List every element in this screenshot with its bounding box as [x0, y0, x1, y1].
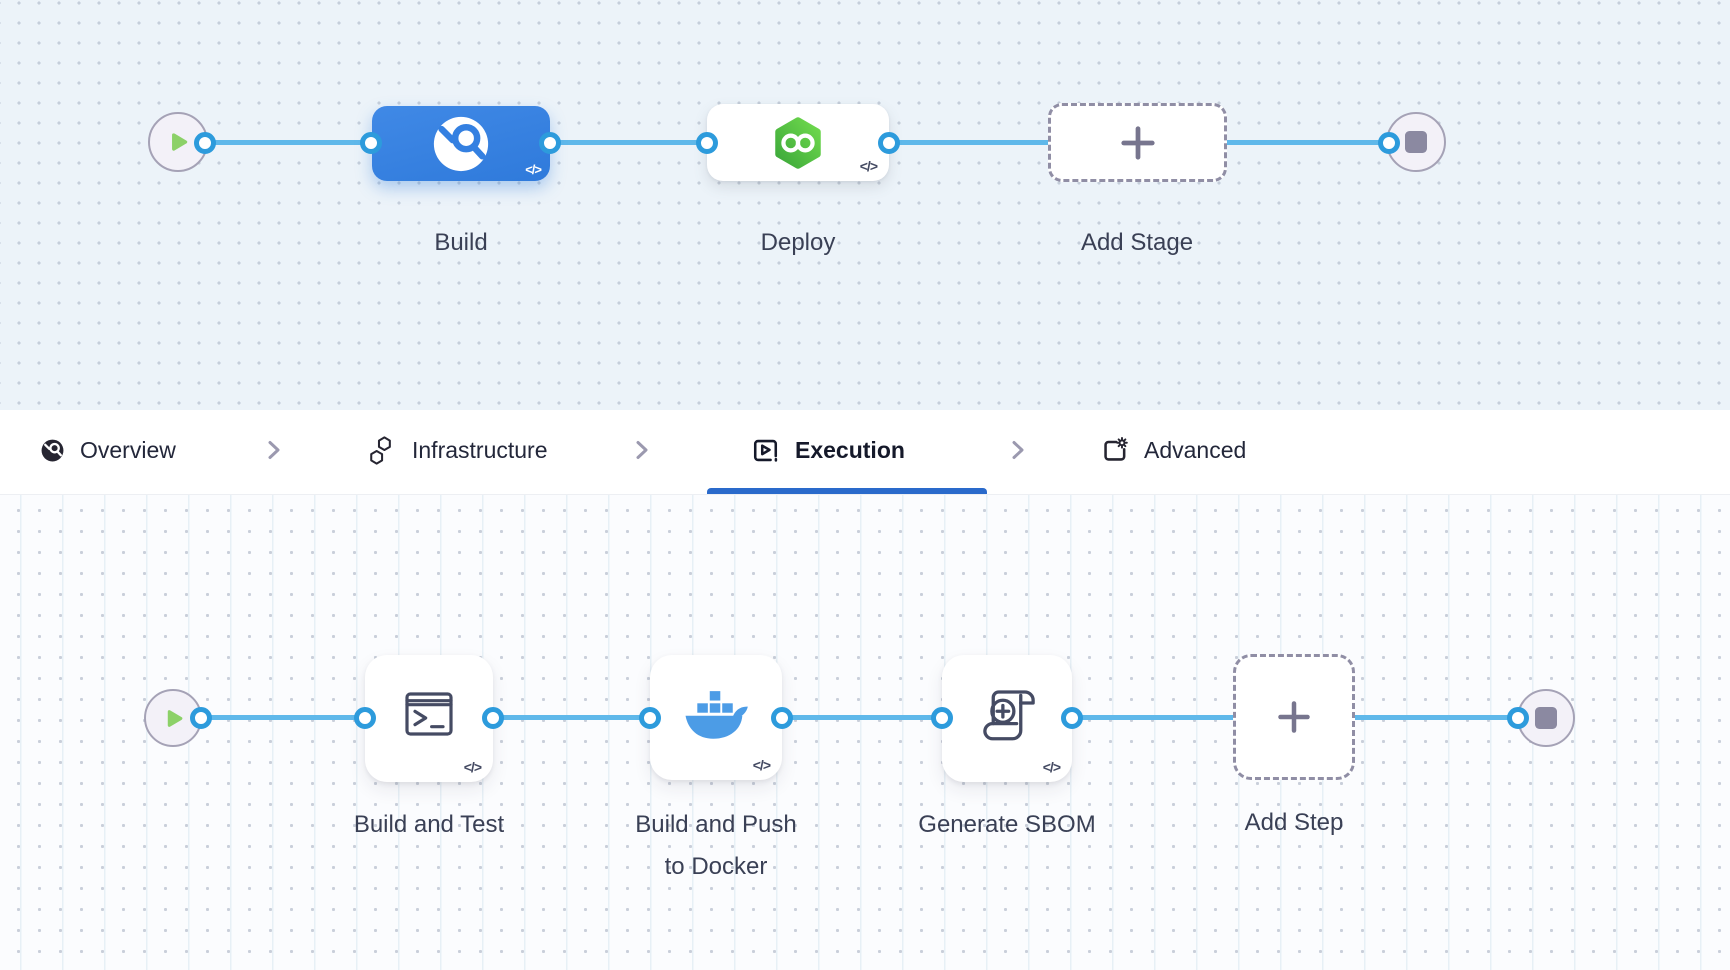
tab-advanced[interactable]: Advanced: [1100, 410, 1246, 490]
stage-label: Deploy: [760, 229, 836, 256]
connector-port: [1507, 707, 1529, 729]
connector-port: [878, 132, 900, 154]
tab-label: Infrastructure: [412, 436, 548, 463]
step-label: Build and Test: [353, 811, 505, 838]
connector-port: [190, 707, 212, 729]
stage-node-build[interactable]: </>: [372, 106, 550, 181]
plus-icon: [1119, 124, 1157, 162]
code-view-badge: </>: [859, 158, 878, 174]
docker-icon: [680, 677, 752, 749]
execution-icon: [751, 436, 780, 465]
connector-port: [1061, 707, 1083, 729]
code-view-badge: </>: [1042, 759, 1061, 775]
connector-port: [696, 132, 718, 154]
chevron-right-icon: [262, 410, 286, 490]
tab-label: Advanced: [1144, 436, 1247, 463]
stage-label: Add Stage: [1080, 229, 1194, 256]
step-node-generate-sbom[interactable]: </>: [942, 655, 1072, 782]
tab-label: Execution: [795, 436, 905, 463]
connector-port: [539, 132, 561, 154]
step-label-line2: to Docker: [664, 853, 768, 880]
stop-icon: [1535, 707, 1557, 729]
connector-port: [931, 707, 953, 729]
add-step-button[interactable]: [1233, 654, 1355, 780]
plus-icon: [1276, 699, 1312, 735]
play-icon: [161, 706, 186, 731]
connector-port: [771, 707, 793, 729]
add-stage-button[interactable]: [1048, 103, 1227, 182]
execution-step-canvas: </> </>: [0, 494, 1730, 970]
harness-cd-icon: [770, 115, 826, 171]
stage-config-tab-bar: Overview Infrastructure: [0, 410, 1730, 494]
overview-icon: [40, 438, 65, 463]
connector-port: [354, 707, 376, 729]
chevron-right-icon: [1006, 410, 1030, 490]
infrastructure-icon: [366, 435, 397, 466]
tab-overview[interactable]: Overview: [40, 410, 176, 490]
stage-canvas: </> </>: [0, 0, 1730, 410]
active-tab-underline: [707, 488, 987, 494]
step-connector-line: [201, 715, 1518, 720]
connector-port: [1378, 132, 1400, 154]
harness-ci-icon: [430, 113, 492, 175]
connector-port: [639, 707, 661, 729]
step-label: Generate SBOM: [918, 811, 1096, 838]
step-label: Add Step: [1244, 809, 1344, 836]
connector-port: [360, 132, 382, 154]
step-label: Build and Push to Docker: [556, 804, 876, 888]
stage-node-deploy[interactable]: </>: [707, 104, 889, 181]
step-label-line1: Build and Push: [635, 811, 797, 838]
advanced-icon: [1100, 436, 1129, 465]
sbom-scroll-icon: [974, 681, 1040, 747]
step-node-build-and-test[interactable]: </>: [365, 655, 493, 782]
pipeline-start-node: [148, 112, 208, 172]
terminal-icon: [397, 682, 461, 746]
tab-execution[interactable]: Execution: [751, 410, 905, 490]
step-node-build-and-push-to-docker[interactable]: </>: [650, 655, 782, 780]
stop-icon: [1405, 131, 1427, 153]
connector-port: [194, 132, 216, 154]
connector-port: [482, 707, 504, 729]
code-view-badge: </>: [525, 162, 542, 177]
tab-infrastructure[interactable]: Infrastructure: [366, 410, 548, 490]
steps-end-node: [1517, 689, 1575, 747]
play-icon: [165, 129, 191, 155]
code-view-badge: </>: [463, 759, 482, 775]
stage-label: Build: [434, 229, 488, 256]
chevron-right-icon: [630, 410, 654, 490]
tab-label: Overview: [80, 436, 176, 463]
code-view-badge: </>: [752, 757, 771, 773]
